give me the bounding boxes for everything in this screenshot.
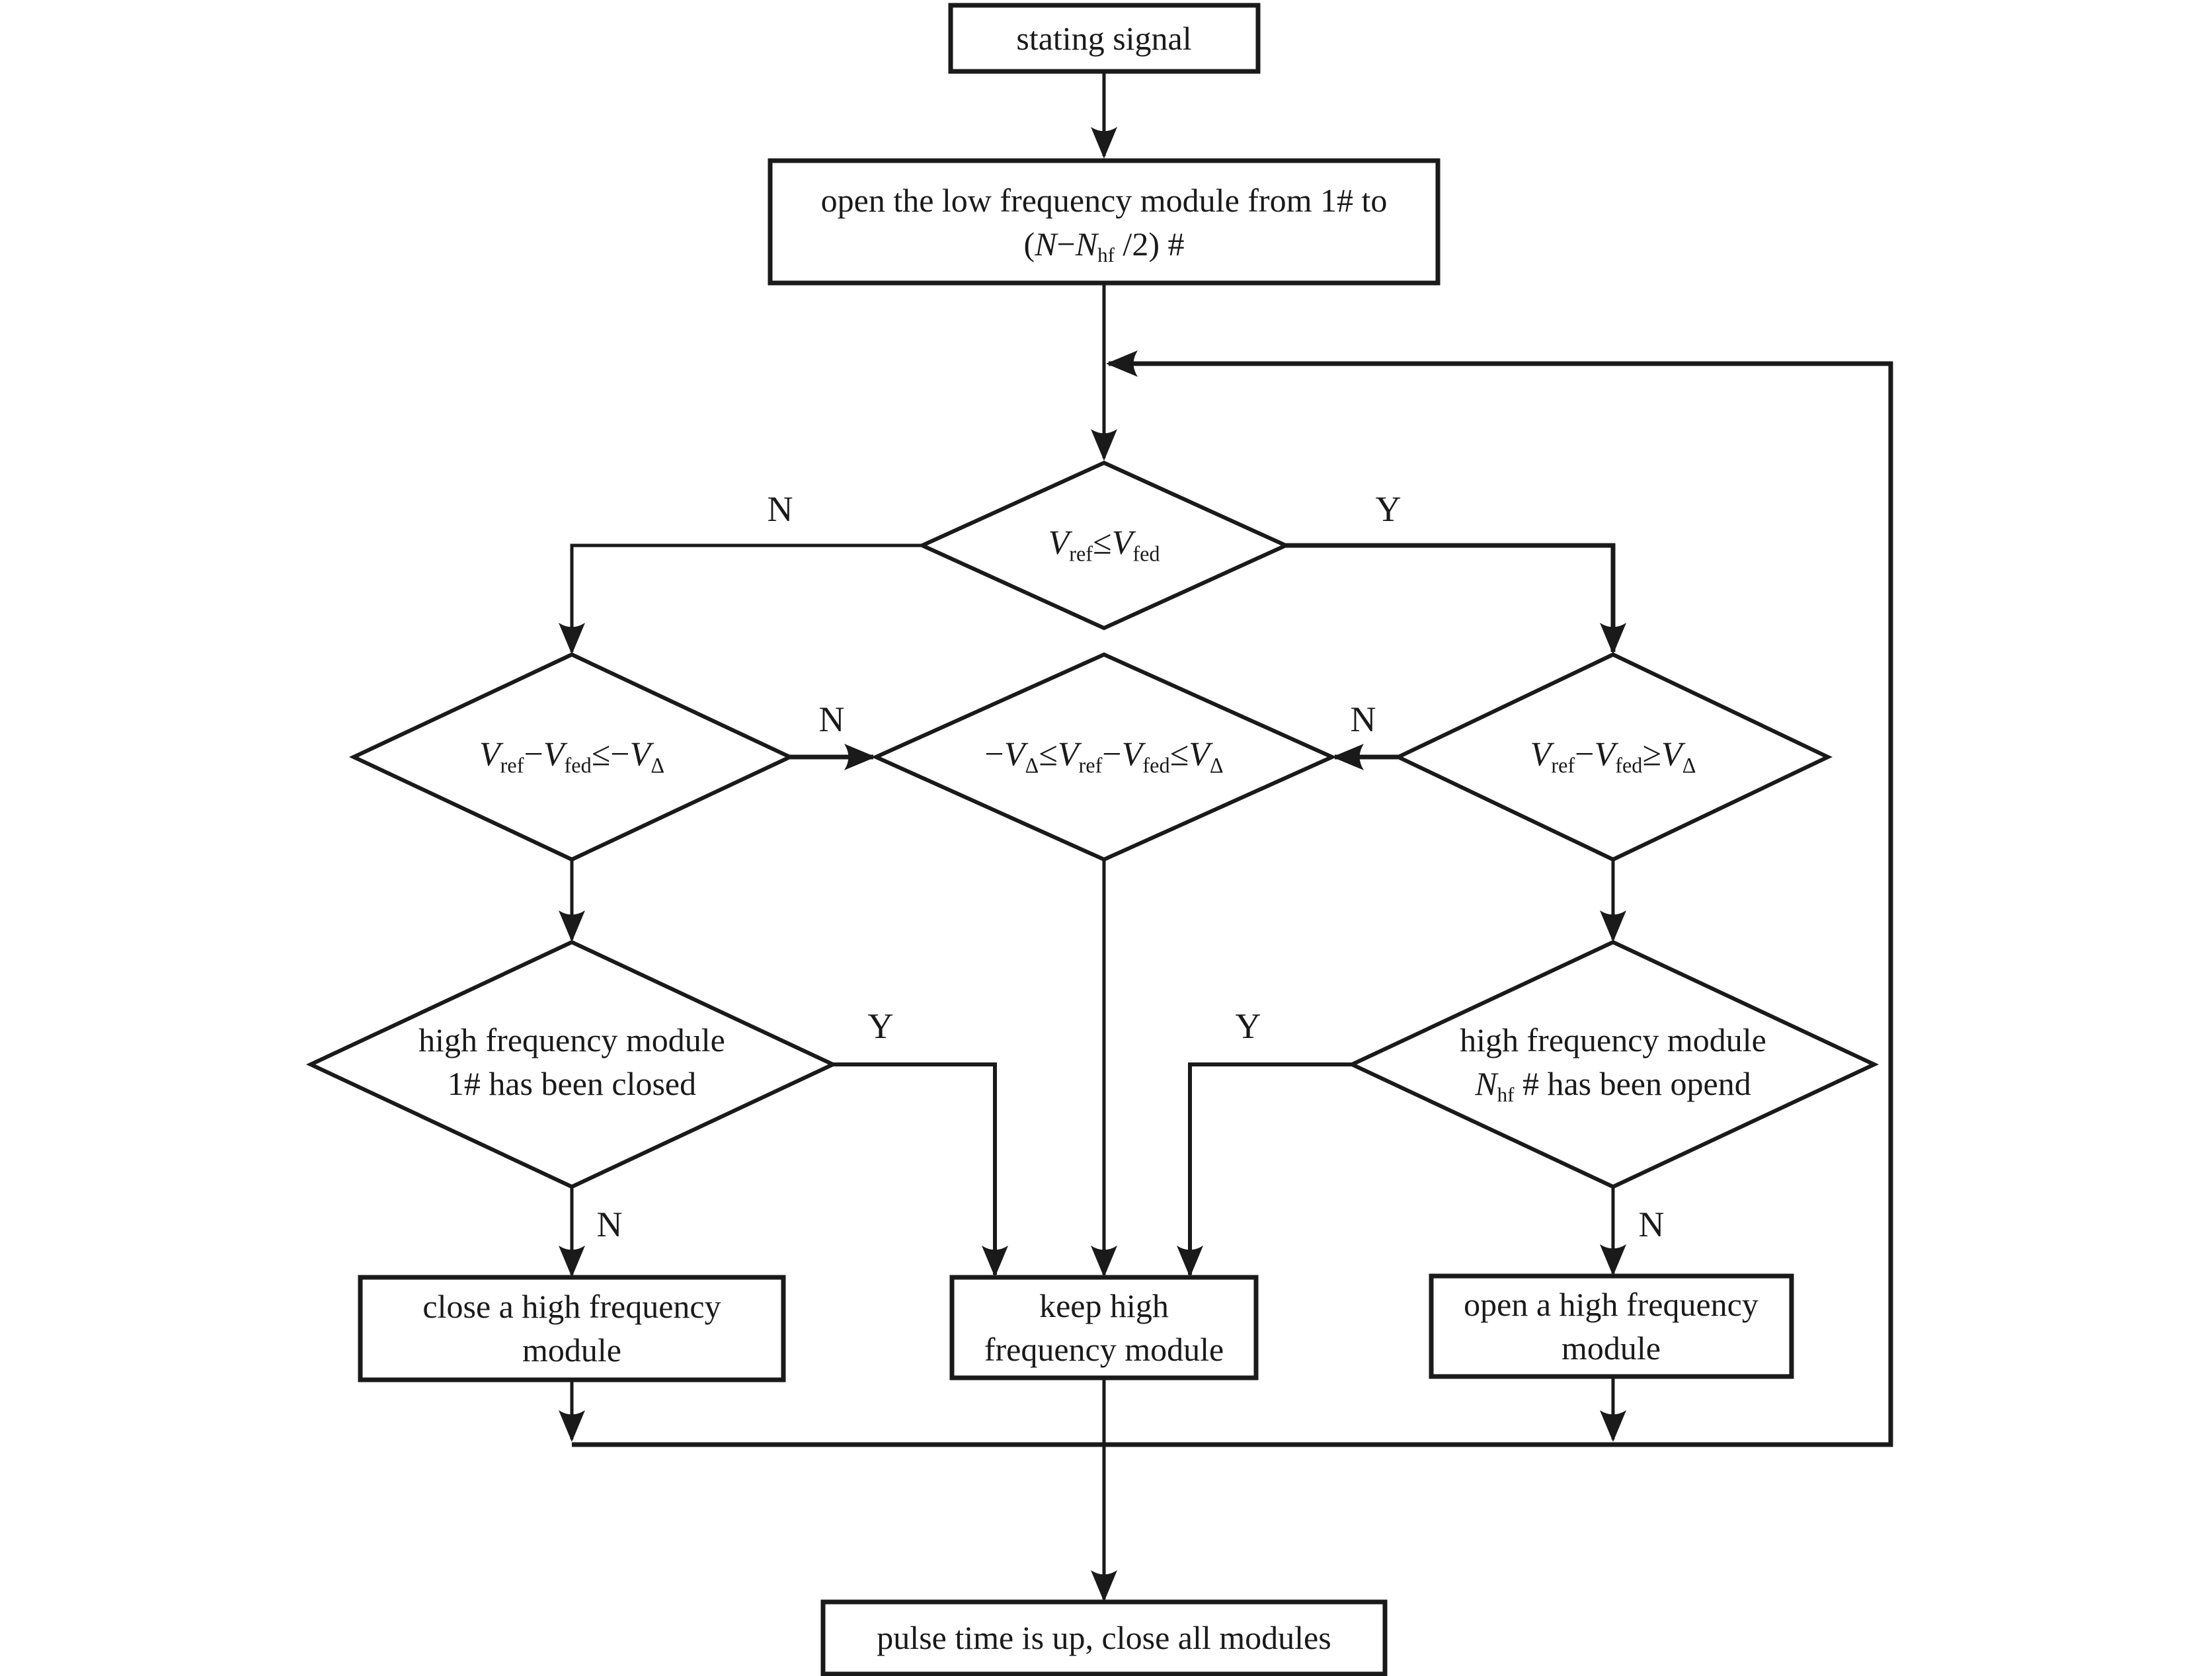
open-module-line2: module	[1561, 1330, 1661, 1367]
pulse-end-node-label: pulse time is up, close all modules	[877, 1619, 1331, 1656]
edge-closed-yes	[833, 1062, 1008, 1277]
close-module-line2: module	[522, 1332, 621, 1369]
shape-decision-diff-le-minus-delta	[348, 652, 795, 862]
decision-vref-le-vfed-label: Vref≤Vfed	[1048, 524, 1160, 566]
decision-module1-closed-label: high frequency module 1# has been closed	[418, 1018, 725, 1105]
branch-label-right-no: N	[1350, 699, 1376, 739]
branch-label-opened-no: N	[1638, 1205, 1665, 1244]
shape-keep-module-box	[949, 1275, 1259, 1380]
decision-diff-ge-delta-label: Vref−Vfed≥VΔ	[1530, 735, 1696, 778]
shape-decision-moduleN-opened	[1347, 939, 1879, 1189]
branch-label-vref-yes: Y	[1375, 489, 1402, 529]
shape-start-box	[948, 3, 1261, 74]
open-low-frequency-line2: (N−Nhf /2) #	[1023, 225, 1185, 267]
open-module-line1: open a high frequency	[1464, 1286, 1758, 1323]
decision-diff-within-delta-label: −VΔ≤Vref−Vfed≤VΔ	[984, 735, 1224, 778]
branch-label-left-no: N	[818, 699, 845, 739]
moduleN-opened-line2: Nhf # has been opend	[1475, 1065, 1751, 1107]
open-low-frequency-node-label: open the low frequency module from 1# to…	[821, 179, 1388, 266]
open-module-node-label: open a high frequency module	[1464, 1283, 1758, 1370]
branch-label-opened-yes: Y	[1235, 1006, 1261, 1046]
moduleN-opened-line1: high frequency module	[1460, 1021, 1766, 1058]
shape-decision-vref-le-vfed	[917, 460, 1291, 631]
module1-closed-line2: 1# has been closed	[447, 1065, 697, 1102]
edge-merge-feedback-loop	[572, 350, 1893, 1447]
keep-module-line1: keep high	[1039, 1287, 1169, 1324]
edge-d1-yes	[1286, 543, 1626, 655]
shape-open-low-frequency-box	[768, 158, 1441, 286]
branch-label-closed-yes: Y	[867, 1006, 894, 1046]
shape-close-module-box	[358, 1275, 786, 1382]
start-node-label: stating signal	[1016, 20, 1192, 57]
edge-d1-no	[559, 543, 922, 655]
shape-decision-diff-within-delta	[871, 652, 1337, 862]
keep-module-node-label: keep high frequency module	[984, 1284, 1224, 1371]
shape-pulse-end-box	[820, 1599, 1388, 1676]
edge-opened-yes	[1177, 1062, 1352, 1277]
branch-label-closed-no: N	[596, 1205, 623, 1244]
close-module-line1: close a high frequency	[422, 1288, 721, 1325]
shape-open-module-box	[1429, 1273, 1794, 1379]
shape-decision-module1-closed	[305, 939, 838, 1189]
open-low-frequency-line1: open the low frequency module from 1# to	[820, 182, 1388, 219]
shape-decision-diff-ge-delta	[1394, 652, 1833, 862]
branch-label-vref-no: N	[767, 489, 793, 529]
decision-diff-le-minus-delta-label: Vref−Vfed≤−VΔ	[479, 735, 665, 778]
decision-moduleN-opened-label: high frequency module Nhf # has been ope…	[1460, 1018, 1766, 1105]
keep-module-line2: frequency module	[984, 1331, 1224, 1368]
close-module-node-label: close a high frequency module	[422, 1285, 721, 1372]
module1-closed-line1: high frequency module	[418, 1021, 725, 1058]
